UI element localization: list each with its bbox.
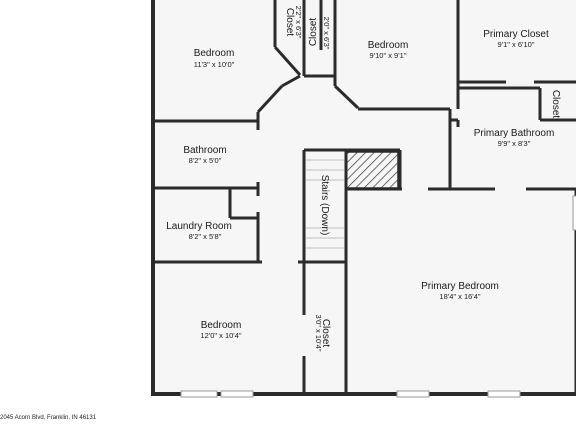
floor-fill [152,0,576,394]
room-primary-closet: Primary Closet 9'1" x 6'10" [483,29,549,49]
room-name: Bathroom [183,145,226,156]
room-dimensions: 18'4" x 16'4" [439,292,480,301]
room-bedroom-nw: Bedroom 11'3" x 10'0" [194,48,235,69]
room-dimensions: 2'2" x 6'3" [294,6,303,39]
room-bedroom-sw: Bedroom 12'0" x 10'4" [200,320,241,340]
room-closet-nw: Closet 2'2" x 6'3" [284,6,303,39]
room-stairs: Stairs (Down) [319,175,330,236]
room-name: Primary Closet [483,29,549,40]
hatched-shaft [345,151,399,189]
stair-treads [306,159,344,249]
room-name: Bedroom [201,320,242,331]
room-primary-bedroom: Primary Bedroom 18'4" x 16'4" [421,281,499,301]
room-name: Stairs (Down) [319,175,330,236]
room-dimensions: 9'9" x 8'3" [498,139,531,148]
room-name: Bedroom [368,40,409,51]
room-dimensions: 2'0" x 6'3" [322,17,331,50]
door-openings [255,79,534,356]
room-name: Closet [284,8,295,37]
room-name: Closet [308,18,319,47]
room-laundry-room: Laundry Room 8'2" x 5'8" [166,221,232,241]
room-dimensions: 12'0" x 10'4" [200,331,241,340]
windows [180,195,576,398]
room-closet-small: Closet [550,90,561,119]
room-name: Closet [550,90,561,119]
room-closet-s: Closet 3'0" x 10'4" [314,315,331,352]
room-dimensions: 11'3" x 10'0" [194,60,235,69]
room-closet-top-dims: 2'0" x 6'3" [322,17,331,50]
address-footer: 2045 Acorn Blvd, Franklin, IN 46131 [0,415,97,421]
room-dimensions: 3'0" x 10'4" [314,315,323,352]
room-primary-bathroom: Primary Bathroom 9'9" x 8'3" [474,128,555,148]
interior-walls [153,0,576,394]
room-name: Laundry Room [166,221,232,232]
room-dimensions: 8'2" x 5'8" [189,232,222,241]
room-dimensions: 9'10" x 9'1" [370,51,407,60]
room-dimensions: 8'2" x 5'0" [189,156,222,165]
room-bathroom: Bathroom 8'2" x 5'0" [183,145,226,165]
room-name: Primary Bedroom [421,281,499,292]
room-bedroom-n: Bedroom 9'10" x 9'1" [368,40,409,60]
room-name: Closet [320,319,331,348]
room-name: Primary Bathroom [474,128,555,139]
room-name: Bedroom [194,48,235,59]
room-closet-top: Closet [308,18,319,47]
room-dimensions: 9'1" x 6'10" [498,40,535,49]
